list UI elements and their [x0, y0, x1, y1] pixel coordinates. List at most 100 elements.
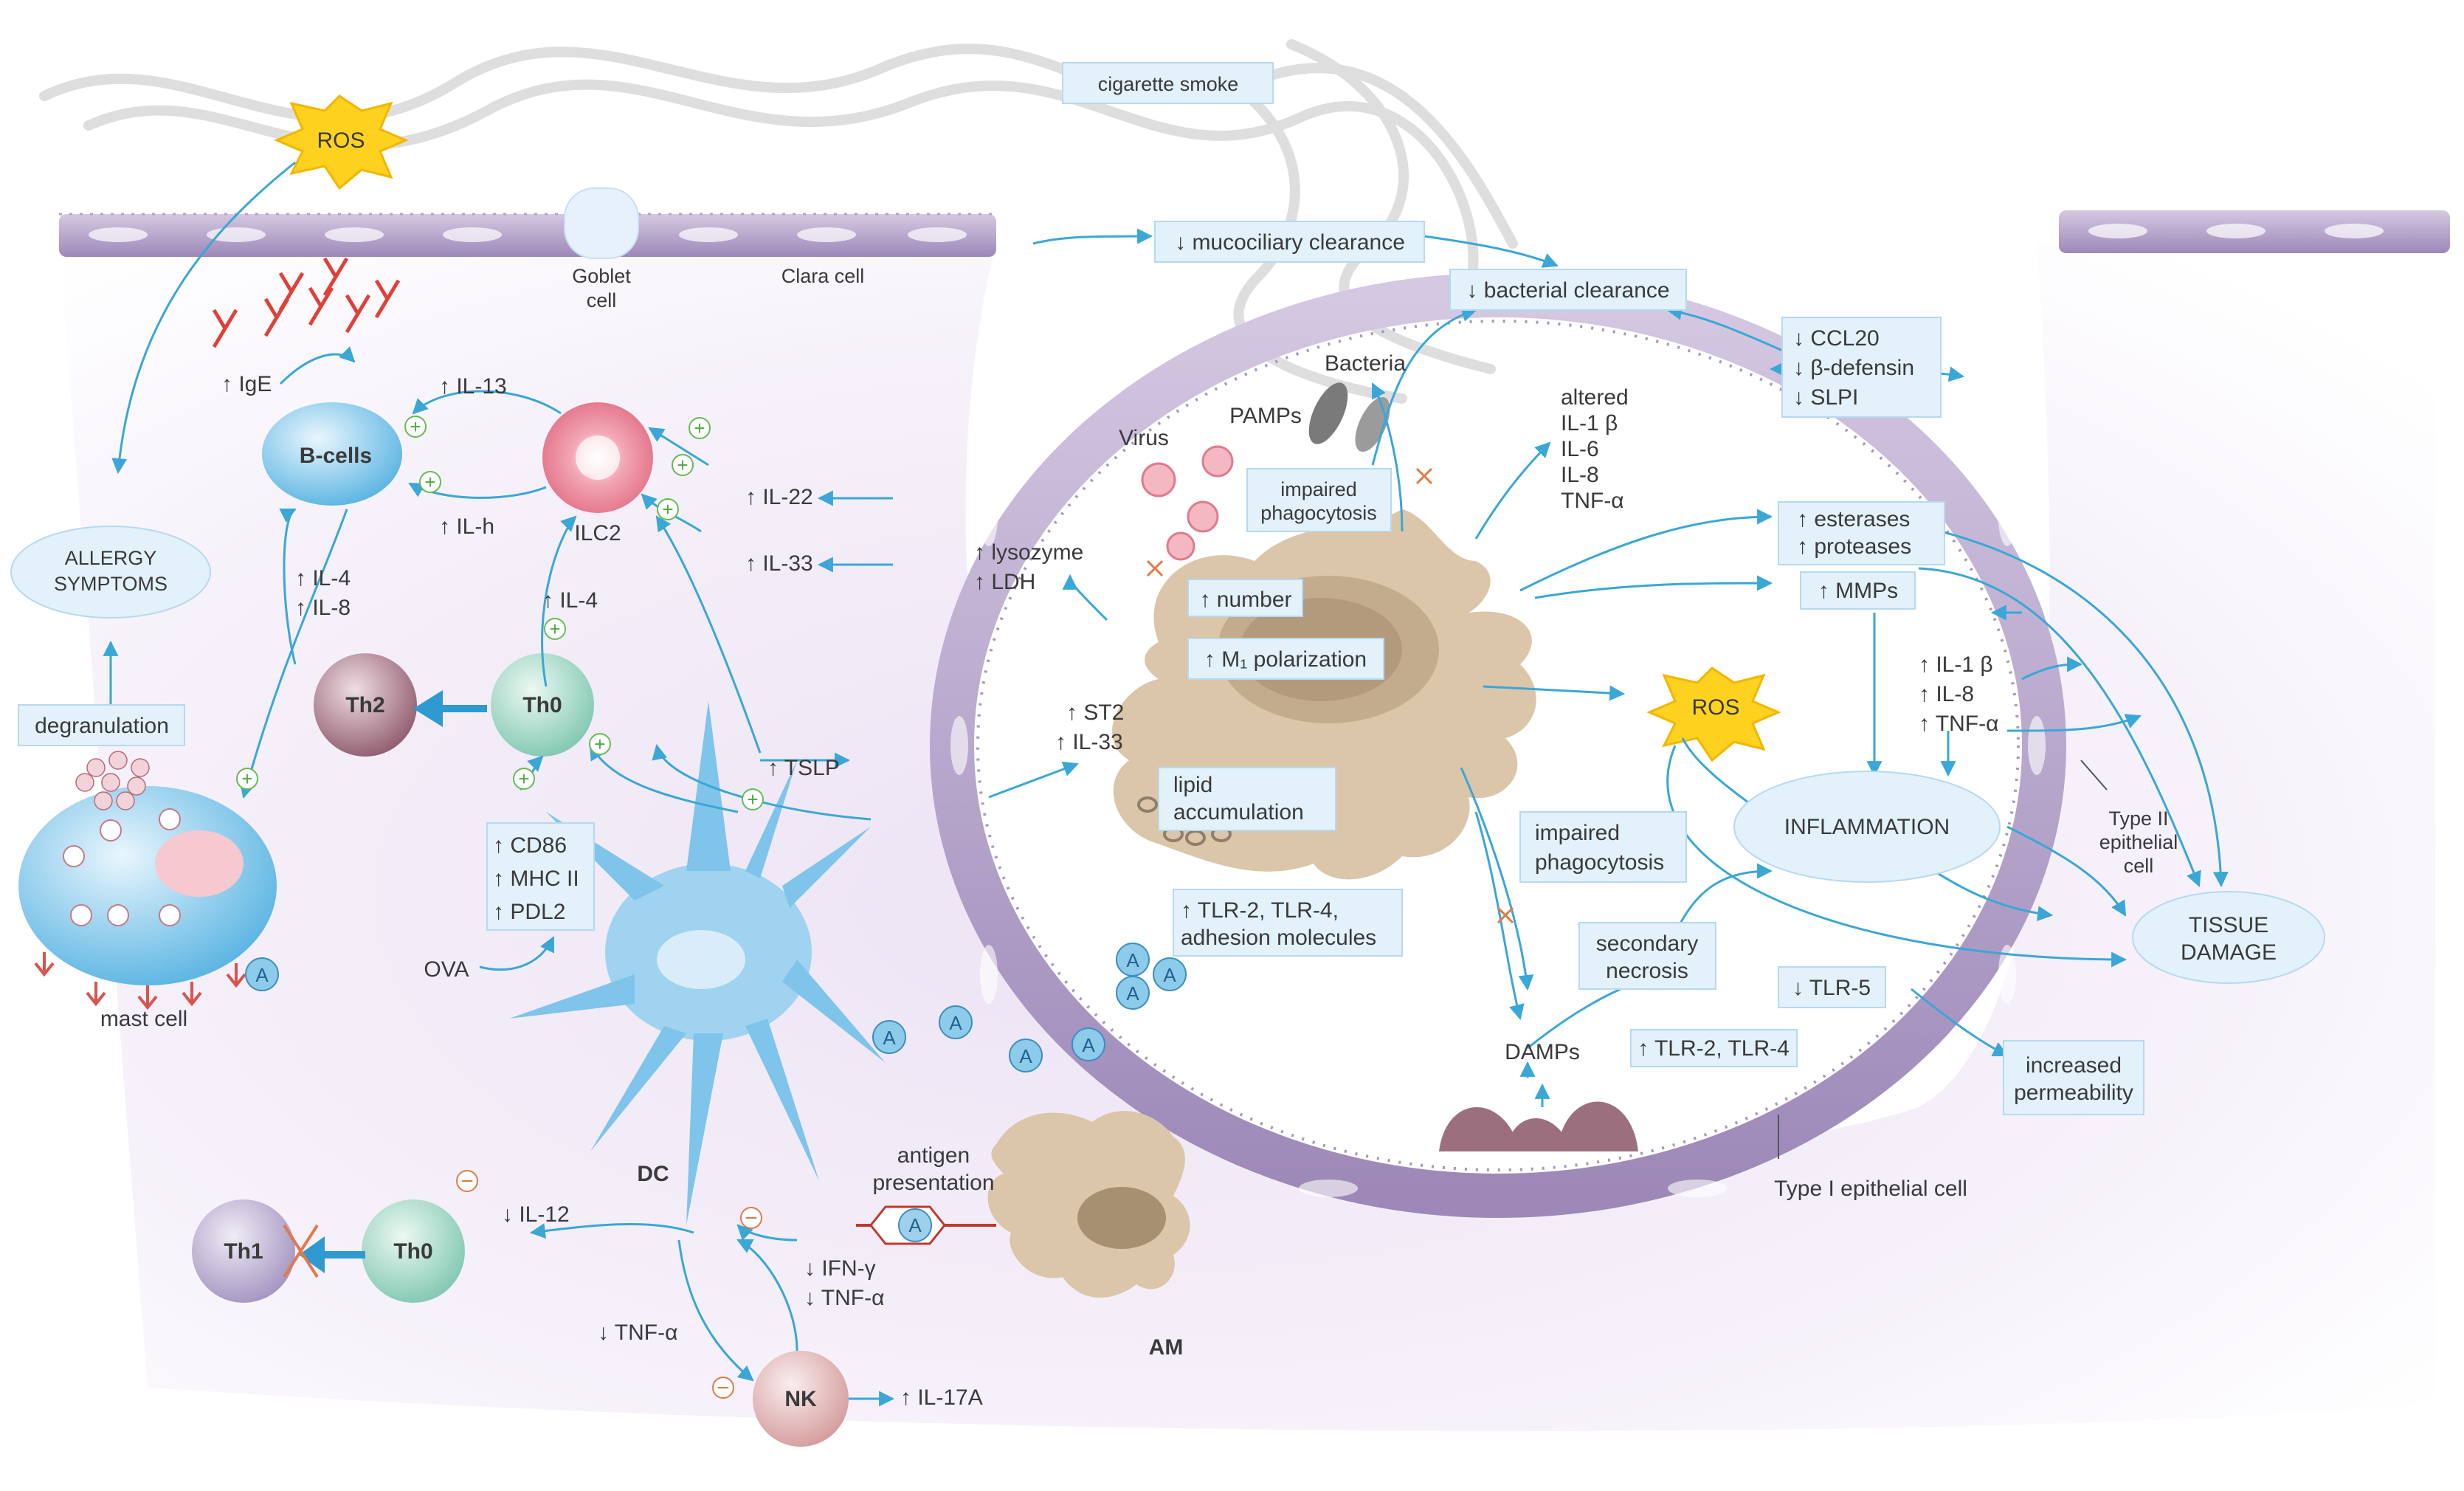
tnf-left-label: ↓ TNF-α: [598, 1320, 677, 1345]
il22-label: ↑ IL-22: [745, 485, 813, 509]
svg-text:+: +: [677, 454, 688, 476]
ros-star-top: [274, 94, 409, 190]
svg-text:−: −: [460, 1169, 474, 1194]
type2-cell-2: epithelial: [2099, 831, 2178, 853]
nk-label: NK: [784, 1387, 817, 1411]
altered-2: IL-1 β: [1561, 411, 1618, 435]
ccl20-line-2: ↓ β-defensin: [1793, 356, 1914, 380]
altered-5: TNF-α: [1561, 489, 1624, 513]
tissue-damage-1: TISSUE: [2189, 913, 2268, 937]
il4-il8-1: ↑ IL-4: [295, 566, 351, 590]
damps-label: DAMPs: [1505, 1040, 1580, 1064]
antigen-presentation-2: presentation: [872, 1171, 994, 1195]
ccl20-line-1: ↓ CCL20: [1793, 326, 1880, 351]
impaired-phago-2a: impaired: [1535, 821, 1620, 845]
ros-right-label: ROS: [1691, 695, 1739, 720]
ros-top-label: ROS: [317, 128, 365, 153]
esterases-2: ↑ proteases: [1797, 534, 1911, 559]
th1-cell: [192, 1199, 295, 1303]
altered-4: IL-8: [1561, 463, 1599, 487]
increased-permeability-1: increased: [2026, 1053, 2122, 1078]
type2-pointer: [2080, 760, 2108, 791]
impaired-phago-1a: impaired: [1280, 478, 1357, 500]
il33-left-label: ↑ IL-33: [745, 551, 813, 576]
th0-to-th1-arrow: [299, 1236, 365, 1273]
secondary-necrosis-2: necrosis: [1606, 959, 1688, 983]
svg-text:+: +: [549, 618, 560, 640]
impaired-phago-2b: phagocytosis: [1535, 850, 1664, 875]
tlr-am-2: adhesion molecules: [1181, 926, 1376, 950]
th1-label: Th1: [224, 1239, 263, 1264]
am-label: AM: [1149, 1335, 1184, 1360]
inflammation-label: INFLAMMATION: [1784, 815, 1950, 839]
il1-right-1: ↑ IL-1 β: [1919, 652, 1993, 677]
type2-cell-1: Type II: [2108, 808, 2168, 830]
altered-3: IL-6: [1561, 437, 1599, 461]
pathway-arrows: [103, 161, 2229, 1407]
goblet-cell-label-1: Goblet: [572, 265, 631, 287]
ilh-label: ↑ IL-h: [439, 514, 494, 539]
antigen-presentation-1: antigen: [897, 1143, 970, 1168]
ova-label: OVA: [424, 957, 469, 982]
tissue-damage-2: DAMAGE: [2181, 940, 2277, 965]
svg-text:A: A: [949, 1012, 962, 1034]
th2-label: Th2: [345, 693, 384, 717]
ros-star-right: [1646, 667, 1781, 762]
mucociliary-label: ↓ mucociliary clearance: [1175, 230, 1405, 255]
svg-text:A: A: [1163, 964, 1176, 986]
free-antigens: [245, 943, 1187, 1072]
svg-text:+: +: [241, 768, 252, 790]
altered-1: altered: [1561, 385, 1629, 410]
svg-text:−: −: [745, 1206, 758, 1230]
red-crosses: [1146, 467, 1514, 924]
airway-epithelium-right: [2059, 210, 2450, 253]
type1-cell-label: Type I epithelial cell: [1774, 1177, 1967, 1201]
airway-epithelium-left: [59, 187, 996, 259]
virus-icon: [1141, 445, 1234, 561]
svg-text:A: A: [1082, 1034, 1095, 1056]
ige-antibodies: [212, 257, 401, 348]
tlr24-label: ↑ TLR-2, TLR-4: [1638, 1036, 1790, 1061]
il4-th0-label: ↑ IL-4: [542, 588, 598, 613]
text-labels: ROS cigarette smoke Goblet cell Clara ce…: [35, 73, 2277, 1411]
mast-cell: [18, 751, 277, 1010]
bacteria-icon: [1308, 382, 1390, 452]
nk-cell: [753, 1351, 849, 1447]
svg-text:+: +: [594, 733, 605, 755]
il17a-label: ↑ IL-17A: [900, 1385, 983, 1410]
b-cells: [262, 402, 402, 506]
il4-il8-2: ↑ IL-8: [295, 596, 351, 620]
ifn-2: ↓ TNF-α: [804, 1286, 884, 1310]
svg-text:+: +: [424, 471, 435, 493]
lipid-2: accumulation: [1173, 800, 1304, 824]
minus-signs: − − −: [456, 1169, 762, 1400]
increased-permeability-2: permeability: [2014, 1081, 2133, 1105]
svg-text:+: +: [662, 498, 673, 520]
th0-to-th2-arrow: [413, 690, 487, 727]
svg-text:A: A: [1126, 949, 1139, 971]
tslp-label: ↑ TSLP: [767, 756, 840, 780]
st2-2: ↑ IL-33: [1055, 730, 1123, 754]
tlr5-label: ↓ TLR-5: [1792, 976, 1871, 1000]
ilc2-label: ILC2: [574, 521, 621, 545]
il12-label: ↓ IL-12: [502, 1202, 570, 1227]
clara-cell-label: Clara cell: [781, 265, 865, 287]
cigarette-smoke-label: cigarette smoke: [1098, 73, 1239, 95]
antigen-letters: A A A A A A A A A: [255, 949, 1176, 1236]
blocked-cross: [283, 1224, 319, 1278]
plus-signs: + + + + + + + + +: [236, 416, 764, 810]
il1-right-3: ↑ TNF-α: [1919, 712, 1998, 736]
svg-text:A: A: [255, 964, 269, 986]
th2-cell: [314, 653, 417, 757]
svg-text:+: +: [747, 788, 758, 810]
alveolar-macrophage-am: [987, 1111, 1190, 1298]
plus-signs-2: +: [589, 733, 611, 755]
antigen-presentation-complex: [856, 1205, 996, 1245]
il13-label: ↑ IL-13: [439, 374, 507, 399]
cd86-2: ↑ MHC II: [493, 867, 579, 891]
svg-text:A: A: [1126, 982, 1139, 1005]
th0-top-label: Th0: [522, 693, 562, 717]
th0-cell-top: [491, 653, 594, 757]
th0-cell-bottom: [362, 1199, 465, 1303]
